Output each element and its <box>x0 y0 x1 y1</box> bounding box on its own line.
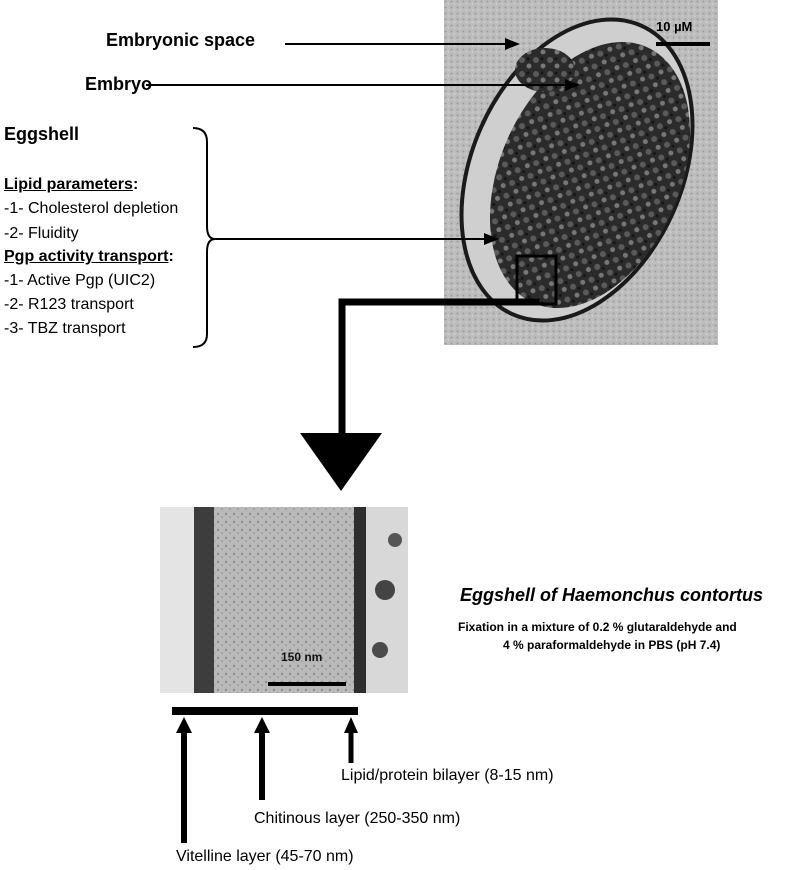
eggshell-title: Eggshell <box>4 124 80 144</box>
lipid-item: -1- Cholesterol depletion <box>4 200 179 217</box>
eggshell-brace <box>192 127 216 348</box>
layer-indicators <box>172 707 358 843</box>
embryonic-space-label: Embryonic space <box>106 30 256 50</box>
vitelline-layer-label: Vitelline layer (45-70 nm) <box>176 848 354 865</box>
label-arrows <box>146 38 580 245</box>
embryo-label: Embryo <box>85 74 153 94</box>
pgp-item: -1- Active Pgp (UIC2) <box>4 272 156 289</box>
caption-line-1: Fixation in a mixture of 0.2 % glutarald… <box>458 620 737 634</box>
caption-title: Eggshell of Haemonchus contortus <box>460 585 764 605</box>
zoom-arrow <box>300 298 540 491</box>
lipid-item: -2- Fluidity <box>4 225 79 242</box>
egg-micrograph <box>444 0 718 345</box>
scale-label-top: 10 µM <box>656 19 693 34</box>
lipid-bilayer-label: Lipid/protein bilayer (8-15 nm) <box>341 767 554 784</box>
pgp-item: -3- TBZ transport <box>4 320 126 337</box>
lipid-header: Lipid parameters: <box>4 176 139 193</box>
tem-micrograph <box>160 507 408 693</box>
pgp-item: -2- R123 transport <box>4 296 134 313</box>
caption-line-2: 4 % paraformaldehyde in PBS (pH 7.4) <box>503 638 721 652</box>
scale-label-bottom: 150 nm <box>281 650 323 664</box>
chitinous-layer-label: Chitinous layer (250-350 nm) <box>254 810 461 827</box>
pgp-header: Pgp activity transport: <box>4 248 174 265</box>
